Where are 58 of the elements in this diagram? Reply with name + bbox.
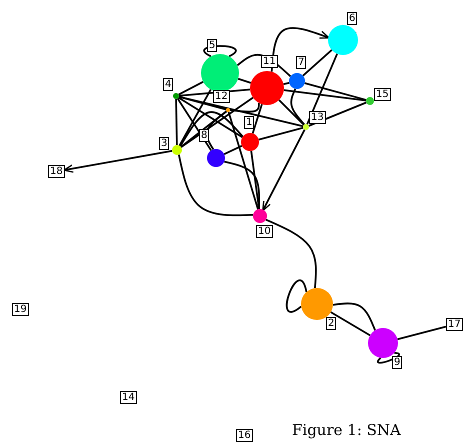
connector xyxy=(178,81,204,96)
node-label: 7 xyxy=(296,56,306,69)
connector xyxy=(304,82,366,101)
node-label: 18 xyxy=(48,165,65,178)
connector xyxy=(178,154,254,216)
connector xyxy=(250,150,260,210)
node-label: 10 xyxy=(256,225,273,238)
node-label: 8 xyxy=(199,129,210,142)
connector xyxy=(180,110,227,148)
connector xyxy=(308,102,367,127)
connector xyxy=(175,98,178,146)
node-label: 17 xyxy=(446,318,463,331)
connector xyxy=(286,280,308,313)
connector xyxy=(258,126,304,141)
node-label: 1 xyxy=(244,116,254,129)
connector xyxy=(270,27,330,72)
node-label: 4 xyxy=(163,78,174,91)
connector xyxy=(63,150,172,173)
connector xyxy=(180,111,244,147)
connector xyxy=(332,302,376,331)
node-label: 19 xyxy=(12,303,29,316)
connector xyxy=(203,45,237,58)
node-label: 6 xyxy=(347,12,358,25)
connector xyxy=(178,88,250,97)
connector xyxy=(278,99,305,126)
connector xyxy=(236,54,292,77)
connector xyxy=(178,96,304,128)
connector xyxy=(206,110,228,150)
connector xyxy=(224,160,260,210)
connector xyxy=(180,96,254,148)
node-label: 11 xyxy=(261,55,278,68)
connector xyxy=(262,129,306,212)
connector xyxy=(178,89,212,146)
node-label: 13 xyxy=(309,111,326,124)
connector xyxy=(283,82,290,86)
node-label: 5 xyxy=(207,39,218,52)
connector xyxy=(306,53,338,125)
node-label: 14 xyxy=(120,391,137,404)
connector xyxy=(266,218,317,288)
connector xyxy=(238,78,252,84)
connector xyxy=(397,326,446,340)
node-label: 2 xyxy=(326,317,336,330)
connector xyxy=(176,98,212,151)
connector xyxy=(330,311,371,336)
connector xyxy=(178,96,243,138)
node-label: 3 xyxy=(159,137,170,150)
connector xyxy=(284,89,366,102)
connector xyxy=(228,112,259,210)
node-label: 15 xyxy=(374,88,391,101)
figure-caption: Figure 1: SNA xyxy=(292,421,401,439)
node-label: 12 xyxy=(213,90,230,103)
connector xyxy=(302,49,332,76)
connector xyxy=(224,145,242,155)
node-label: 9 xyxy=(392,356,402,369)
node-label: 16 xyxy=(236,429,253,442)
connector xyxy=(290,88,305,126)
connector xyxy=(252,104,263,134)
connector xyxy=(230,102,260,113)
